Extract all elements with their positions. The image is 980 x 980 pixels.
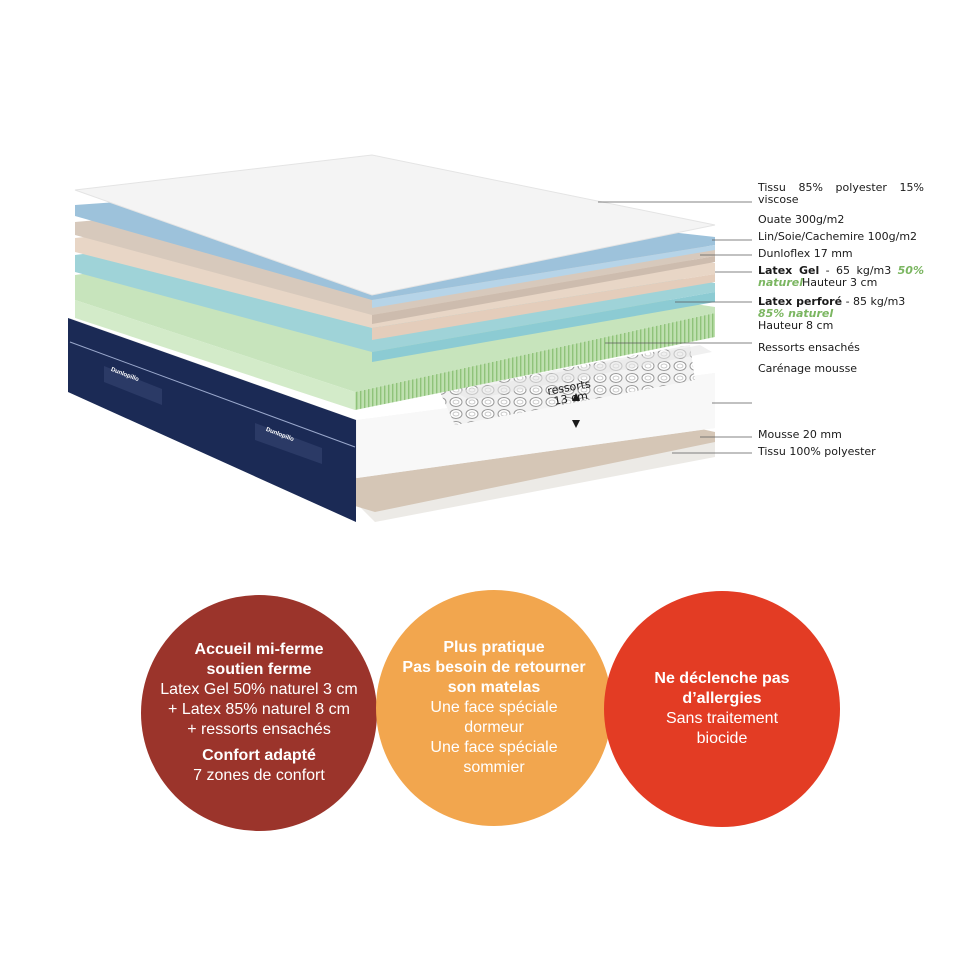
circle1-line2: + Latex 85% naturel 8 cm xyxy=(168,701,350,718)
circle2-title3: son matelas xyxy=(447,679,541,696)
layer-top-fabric xyxy=(74,154,716,296)
latex-perfore-spec: - 85 kg/m3 xyxy=(842,295,906,308)
latex-perfore-natural: 85% naturel xyxy=(758,307,834,320)
latex-gel-name: Latex Gel xyxy=(758,264,820,277)
latex-gel-spec: - 65 kg/m3 xyxy=(819,264,898,277)
feature-circle-comfort: Accueil mi-ferme soutien ferme Latex Gel… xyxy=(141,595,377,831)
circle3-line2: biocide xyxy=(696,730,748,747)
circle1-line3: + ressorts ensachés xyxy=(187,721,331,738)
callout-lines xyxy=(598,201,752,454)
label-mousse: Mousse 20 mm xyxy=(758,428,842,441)
label-latex-perfore: Latex perforé - 85 kg/m3 85% naturel Hau… xyxy=(758,296,924,332)
circle1-line4: 7 zones de confort xyxy=(193,767,325,784)
layer-foam-20mm xyxy=(355,420,715,512)
label-carenage: Carénage mousse xyxy=(758,362,858,375)
label-lin: Lin/Soie/Cachemire 100g/m2 xyxy=(758,230,918,243)
label-tissu-bottom: Tissu 100% polyester xyxy=(758,445,876,458)
circle1-title3: Confort adapté xyxy=(202,747,316,764)
mattress-side-border xyxy=(68,318,356,522)
latex-perfore-name: Latex perforé xyxy=(758,295,843,308)
circle3-title1: Ne déclenche pas xyxy=(654,670,790,687)
circle3-line1: Sans traitement xyxy=(665,710,779,727)
label-tissu: Tissu 85% polyester 15% viscose xyxy=(758,181,924,206)
spring-height-marker xyxy=(572,393,580,428)
latex-perfore-height: Hauteur 8 cm xyxy=(758,319,834,332)
circle1-line1: Latex Gel 50% naturel 3 cm xyxy=(160,681,358,698)
label-dunloflex: Dunloflex 17 mm xyxy=(758,247,853,260)
layer-foam-casing xyxy=(70,318,715,478)
circle2-title2: Pas besoin de retourner xyxy=(402,659,586,676)
brand-logo xyxy=(104,366,322,464)
latex-gel-height: Hauteur 3 cm xyxy=(802,276,878,289)
label-ressorts: Ressorts ensachés xyxy=(758,341,860,354)
circle2-line1: Une face spéciale xyxy=(430,699,558,716)
feature-circle-allergies: Ne déclenche pas d’allergies Sans traite… xyxy=(604,591,840,827)
circle1-title1: Accueil mi-ferme xyxy=(194,641,324,658)
circle2-title1: Plus pratique xyxy=(443,639,545,656)
circle2-line3: Une face spéciale xyxy=(430,739,558,756)
label-ouate: Ouate 300g/m2 xyxy=(758,213,845,226)
circle2-line2: dormeur xyxy=(464,719,524,736)
feature-circle-practical: Plus pratique Pas besoin de retourner so… xyxy=(376,590,612,826)
label-latex-gel: Latex Gel - 65 kg/m3 50% naturel Hauteur… xyxy=(758,265,924,289)
mattress-illustration xyxy=(68,154,752,522)
circle1-title2: soutien ferme xyxy=(206,661,312,678)
circle3-title2: d’allergies xyxy=(682,690,762,707)
latex-gel-natural: 50% naturel xyxy=(758,264,924,289)
circle2-line4: sommier xyxy=(463,759,525,776)
